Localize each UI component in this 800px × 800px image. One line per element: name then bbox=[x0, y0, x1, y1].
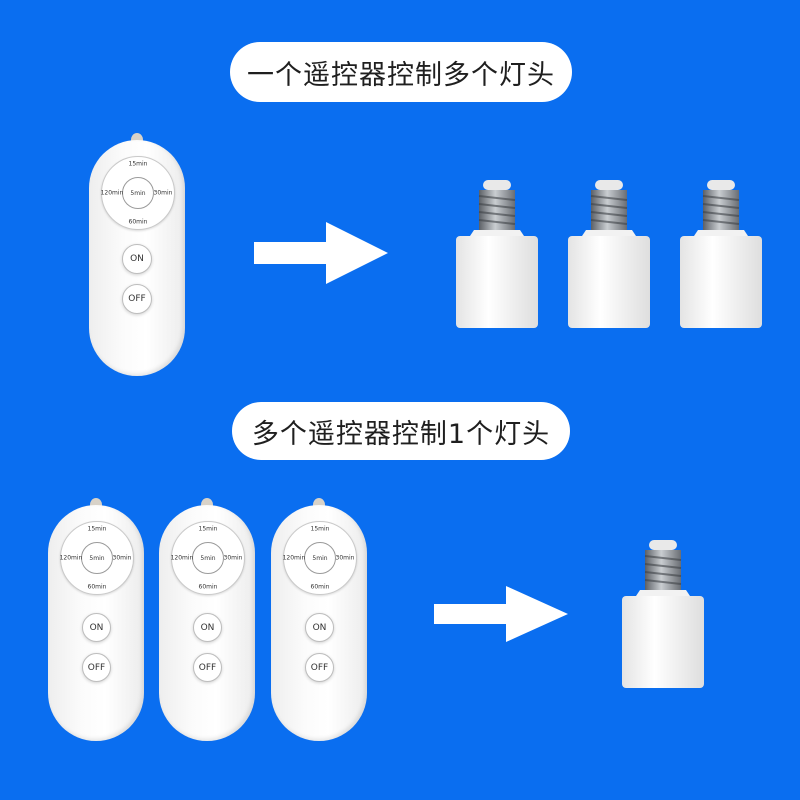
lamp-socket-adapter-single bbox=[622, 540, 704, 688]
on-button[interactable]: ON bbox=[305, 613, 334, 642]
on-button-label: ON bbox=[89, 622, 104, 633]
timer-center-label: 5min bbox=[312, 554, 328, 562]
off-button-label: OFF bbox=[310, 662, 329, 673]
lamp-socket-adapter-1 bbox=[456, 180, 538, 328]
off-button-label: OFF bbox=[198, 662, 217, 673]
timer-center-label: 5min bbox=[130, 189, 146, 197]
timer-label-top: 15min bbox=[310, 525, 330, 533]
timer-dial[interactable]: 5min 15min 120min 30min 60min bbox=[101, 156, 175, 230]
on-button[interactable]: ON bbox=[82, 613, 111, 642]
timer-dial[interactable]: 5min 15min 120min 30min 60min bbox=[283, 521, 357, 595]
timer-label-right: 30min bbox=[112, 554, 132, 562]
lamp-socket-adapter-2 bbox=[568, 180, 650, 328]
timer-label-bottom: 60min bbox=[87, 583, 107, 591]
timer-label-bottom: 60min bbox=[128, 218, 148, 226]
timer-center-label: 5min bbox=[89, 554, 105, 562]
timer-dial[interactable]: 5min 15min 120min 30min 60min bbox=[171, 521, 245, 595]
arrow-right-icon bbox=[434, 586, 568, 642]
on-button-label: ON bbox=[130, 254, 144, 264]
off-button[interactable]: OFF bbox=[193, 653, 222, 682]
banner-many-remotes-one-socket: 多个遥控器控制1个灯头 bbox=[232, 402, 570, 460]
off-button[interactable]: OFF bbox=[82, 653, 111, 682]
banner-middle-text: 多个遥控器控制1个灯头 bbox=[251, 418, 551, 450]
remote-control-main: 5min 15min 120min 30min 60min ON OFF bbox=[89, 133, 185, 376]
timer-center-button[interactable]: 5min bbox=[304, 542, 336, 574]
timer-center-label: 5min bbox=[200, 554, 216, 562]
timer-label-bottom: 60min bbox=[310, 583, 330, 591]
timer-label-top: 15min bbox=[198, 525, 218, 533]
on-button[interactable]: ON bbox=[122, 244, 152, 274]
timer-label-bottom: 60min bbox=[198, 583, 218, 591]
timer-center-button[interactable]: 5min bbox=[192, 542, 224, 574]
timer-label-right: 30min bbox=[335, 554, 355, 562]
on-button-label: ON bbox=[200, 622, 215, 633]
off-button[interactable]: OFF bbox=[122, 284, 152, 314]
timer-dial[interactable]: 5min 15min 120min 30min 60min bbox=[60, 521, 134, 595]
banner-one-remote-many-sockets: 一个遥控器控制多个灯头 bbox=[230, 42, 572, 102]
off-button-label: OFF bbox=[87, 662, 106, 673]
on-button[interactable]: ON bbox=[193, 613, 222, 642]
banner-top-text: 一个遥控器控制多个灯头 bbox=[247, 59, 555, 91]
timer-label-left: 120min bbox=[59, 554, 83, 562]
timer-label-left: 120min bbox=[170, 554, 194, 562]
timer-label-left: 120min bbox=[100, 189, 124, 197]
remote-control-1: 5min 15min 120min 30min 60min ON OFF bbox=[48, 498, 144, 741]
timer-center-button[interactable]: 5min bbox=[81, 542, 113, 574]
timer-center-button[interactable]: 5min bbox=[122, 177, 154, 209]
on-button-label: ON bbox=[312, 622, 327, 633]
timer-label-left: 120min bbox=[282, 554, 306, 562]
off-button[interactable]: OFF bbox=[305, 653, 334, 682]
timer-label-right: 30min bbox=[223, 554, 243, 562]
timer-label-top: 15min bbox=[128, 160, 148, 168]
timer-label-top: 15min bbox=[87, 525, 107, 533]
off-button-label: OFF bbox=[128, 294, 146, 304]
timer-label-right: 30min bbox=[153, 189, 173, 197]
remote-control-2: 5min 15min 120min 30min 60min ON OFF bbox=[159, 498, 255, 741]
lamp-socket-adapter-3 bbox=[680, 180, 762, 328]
arrow-right-icon bbox=[254, 222, 388, 284]
remote-control-3: 5min 15min 120min 30min 60min ON OFF bbox=[271, 498, 367, 741]
